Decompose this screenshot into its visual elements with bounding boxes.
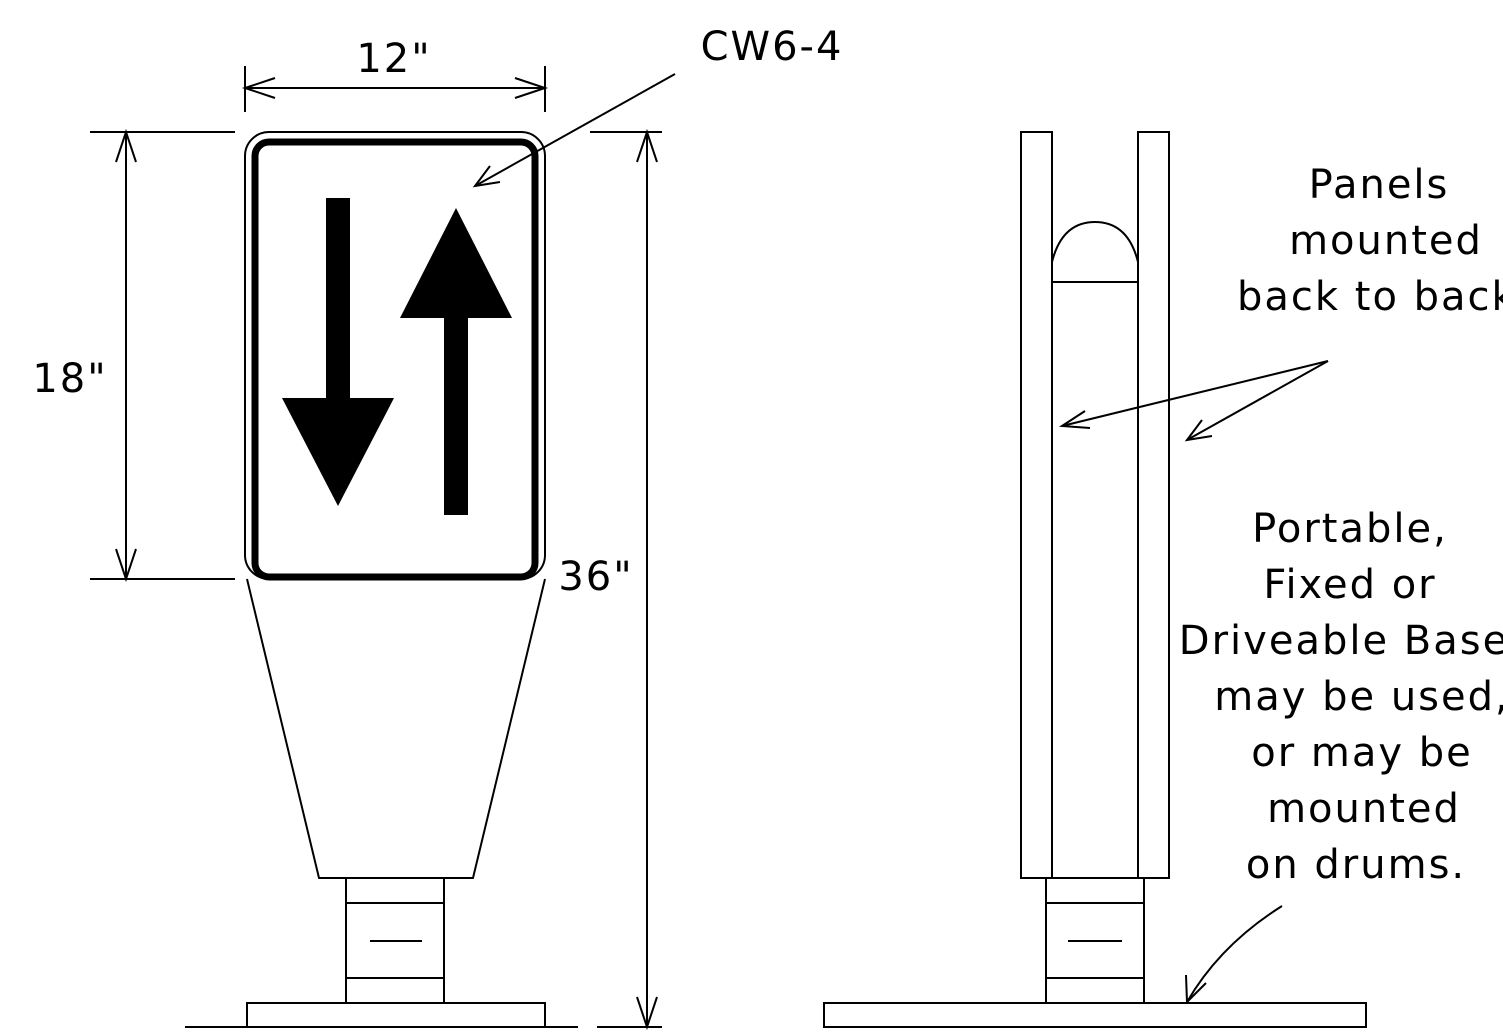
front-stem bbox=[345, 877, 445, 1004]
base-note-line-1: Portable, bbox=[1252, 506, 1448, 552]
total-height-dimension-label: 36" bbox=[558, 554, 633, 600]
panels-note: Panels mounted back to back bbox=[1058, 162, 1503, 442]
width-dimension: 12" bbox=[241, 36, 549, 112]
base-note-line-2: Fixed or bbox=[1263, 562, 1436, 608]
side-view: Panels mounted back to back Portable, Fi… bbox=[823, 131, 1503, 1028]
side-stem bbox=[1045, 877, 1145, 1004]
panels-note-line-3: back to back bbox=[1237, 274, 1503, 320]
sign-height-dimension-label: 18" bbox=[32, 356, 107, 402]
base-note-line-4: may be used, bbox=[1214, 674, 1503, 720]
width-dimension-label: 12" bbox=[356, 36, 431, 82]
right-panel bbox=[1137, 131, 1170, 879]
base-note: Portable, Fixed or Driveable Base may be… bbox=[1179, 506, 1503, 1005]
base-note-line-7: on drums. bbox=[1246, 842, 1466, 888]
side-base bbox=[823, 1002, 1367, 1028]
sign-height-dimension: 18" bbox=[32, 128, 235, 583]
sign-code-label: CW6-4 bbox=[701, 24, 844, 70]
panels-note-line-1: Panels bbox=[1309, 162, 1450, 208]
base-note-line-3: Driveable Base bbox=[1179, 618, 1503, 664]
sign-panel bbox=[244, 131, 546, 581]
left-panel bbox=[1020, 131, 1053, 879]
up-arrow-icon bbox=[400, 208, 512, 515]
base-note-line-6: mounted bbox=[1267, 786, 1461, 832]
sign-code-callout: CW6-4 bbox=[472, 24, 844, 188]
panel-dome bbox=[1051, 220, 1139, 282]
front-view: 12" 18" 36" CW6-4 bbox=[32, 24, 844, 1031]
tapered-support bbox=[246, 578, 546, 879]
base-note-line-5: or may be bbox=[1251, 730, 1473, 776]
front-base bbox=[246, 1002, 546, 1028]
total-height-dimension: 36" bbox=[558, 128, 662, 1031]
panels-note-line-2: mounted bbox=[1289, 218, 1483, 264]
down-arrow-icon bbox=[282, 198, 394, 506]
